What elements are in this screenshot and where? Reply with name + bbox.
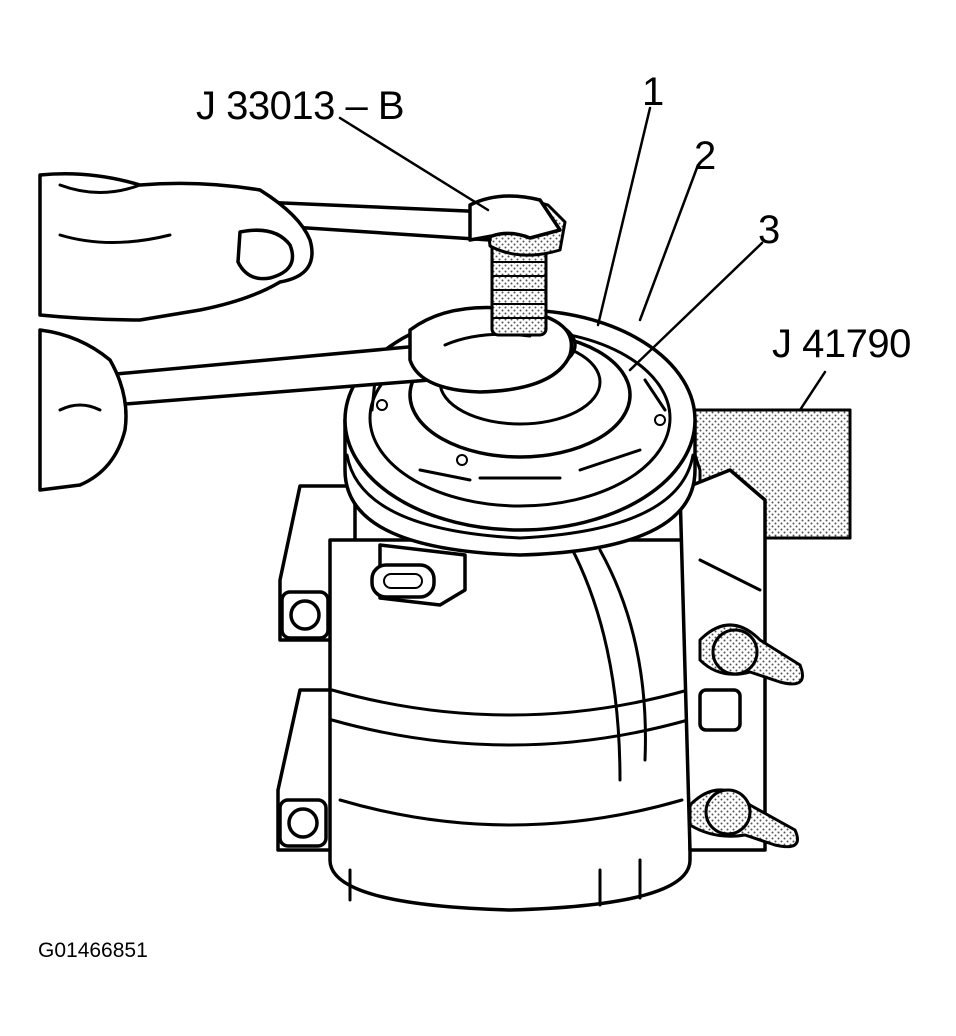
callout-item-3: 3 xyxy=(758,208,780,252)
leader-lines xyxy=(338,106,764,372)
callout-wrench-tool: J 33013 – B xyxy=(196,84,405,128)
compressor-body xyxy=(276,468,804,912)
callout-fixture-tool: J 41790 xyxy=(772,322,911,366)
hands xyxy=(38,172,314,492)
callout-item-1: 1 xyxy=(642,70,664,114)
callout-item-2: 2 xyxy=(694,134,716,178)
figure-id: G01466851 xyxy=(38,939,148,962)
